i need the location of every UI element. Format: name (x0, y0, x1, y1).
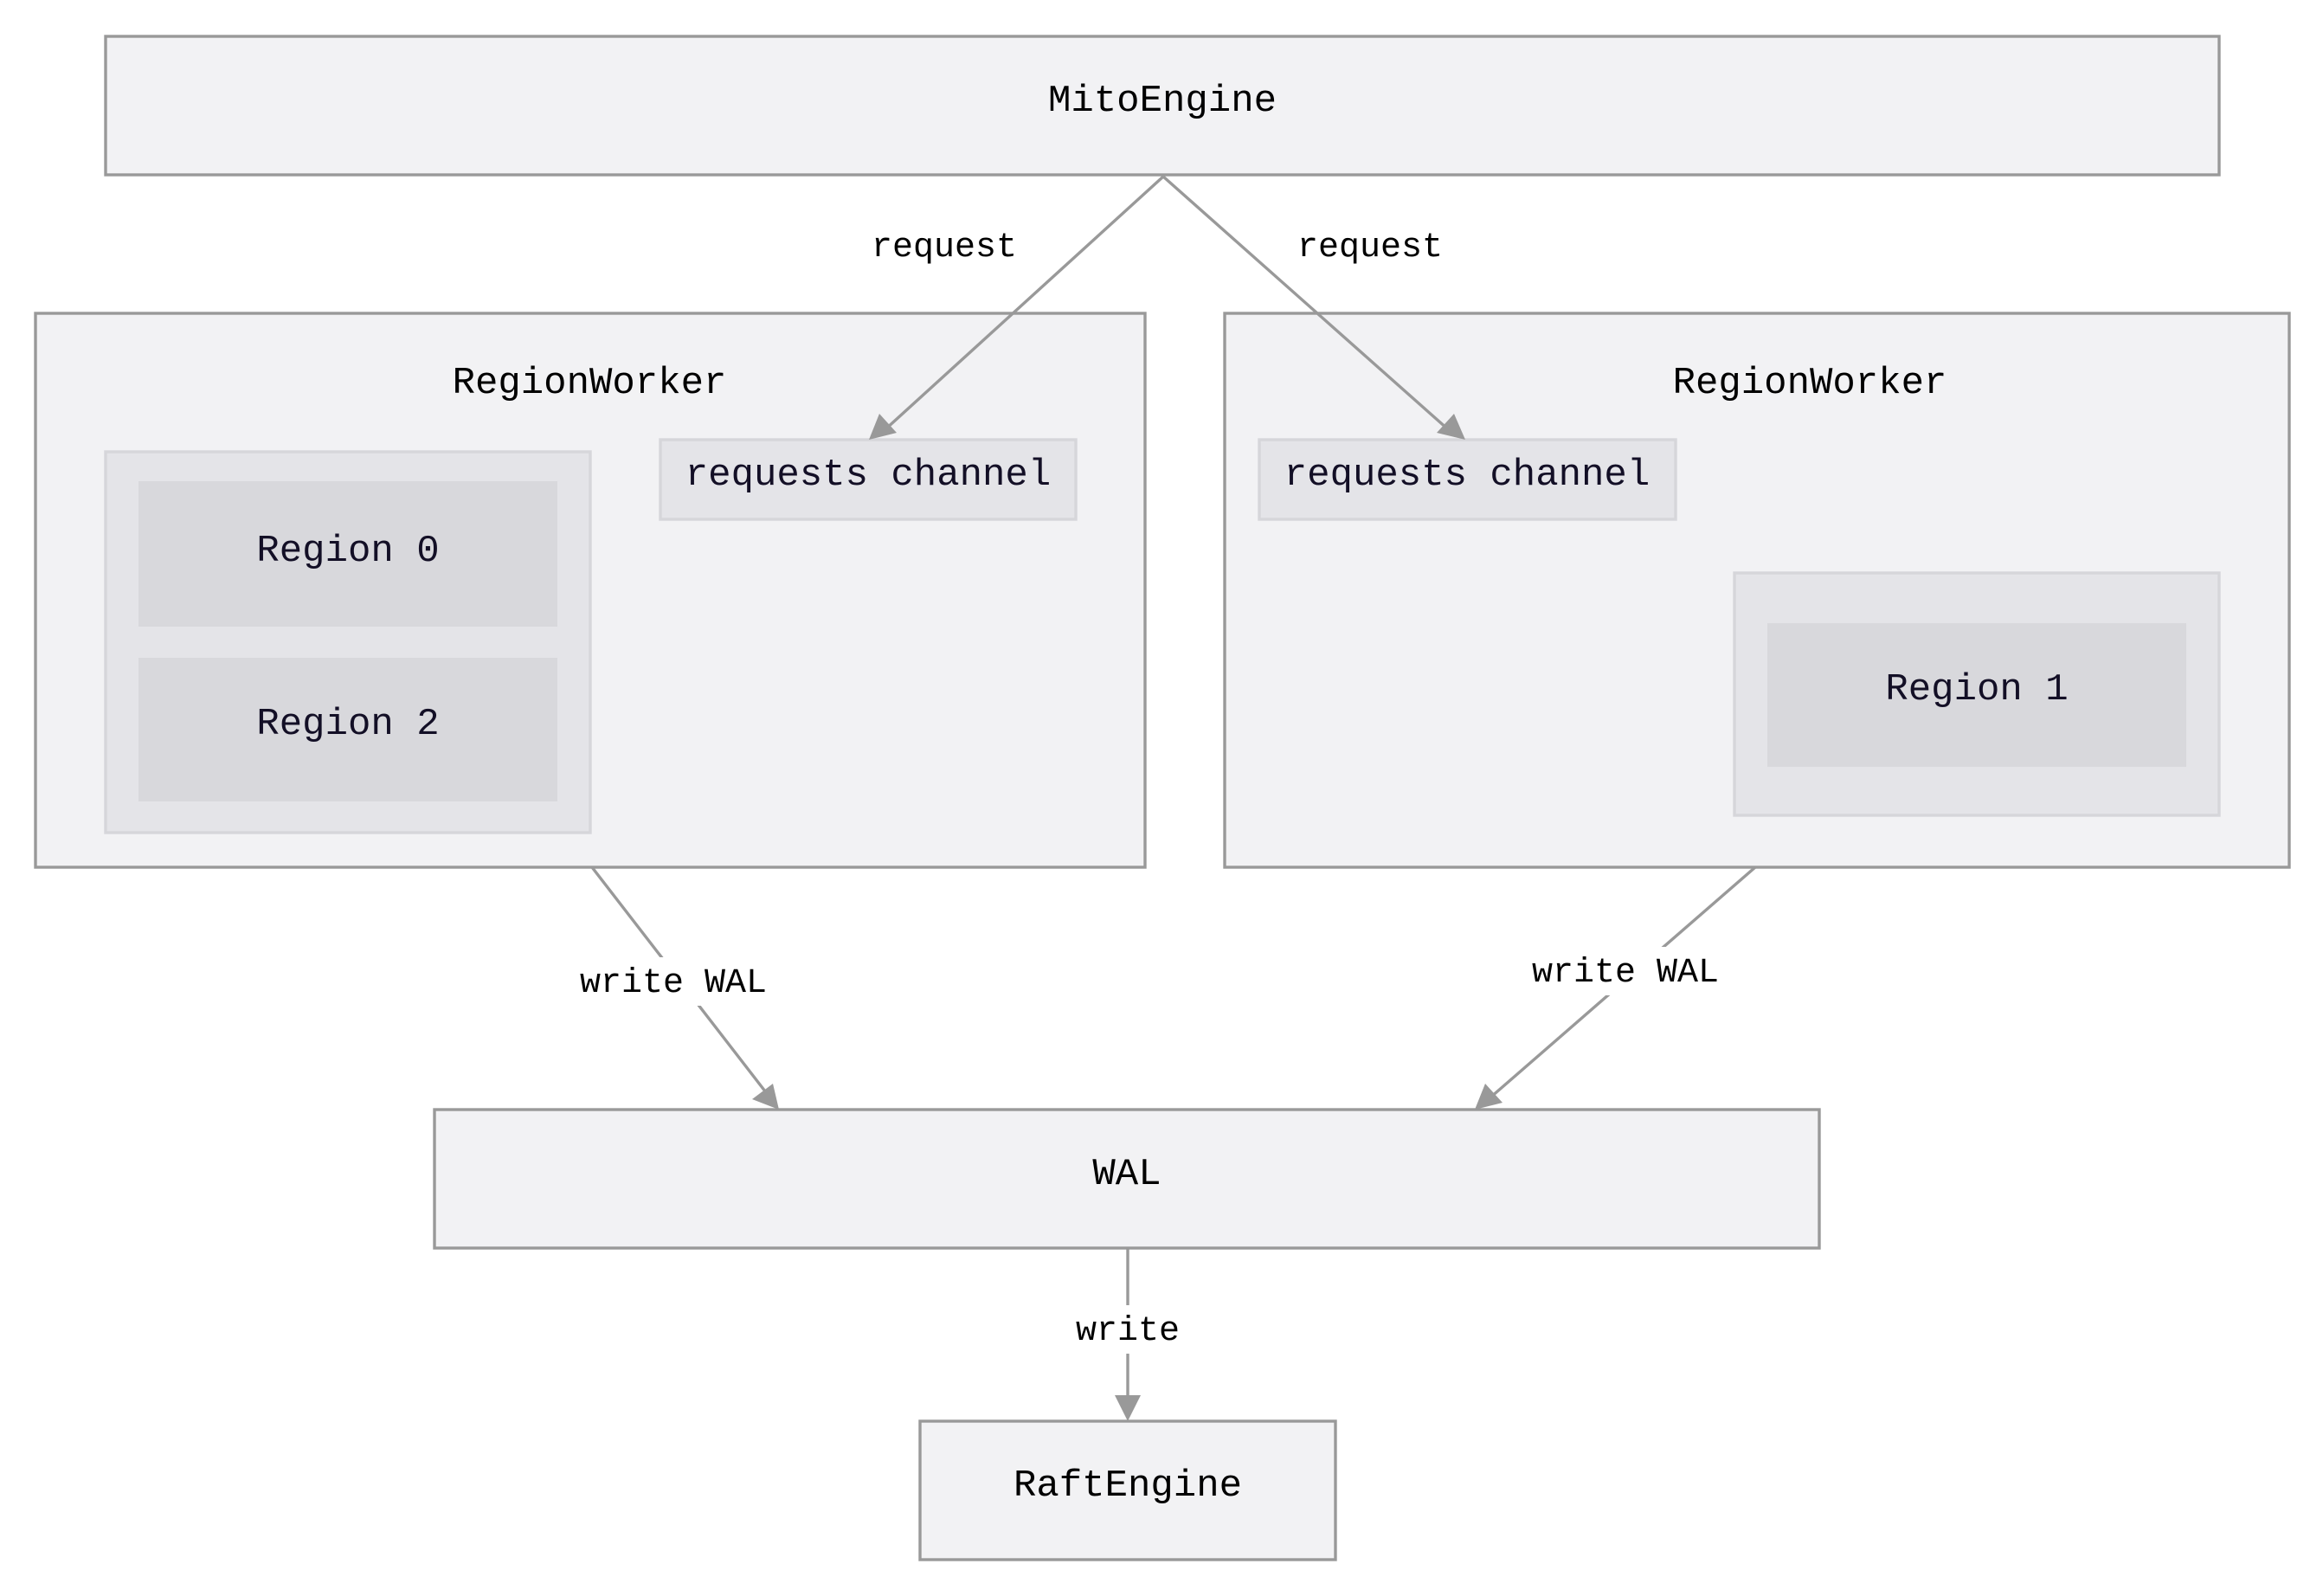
region-worker-left-label: RegionWorker (453, 362, 727, 405)
arrowhead (869, 414, 897, 440)
edge-write-wal-right-label: write WAL (1532, 954, 1719, 993)
mito-engine-node: MitoEngine (104, 35, 2221, 177)
region-group-left: Region 0 Region 2 (104, 450, 592, 834)
edge-write-label: write (1076, 1312, 1180, 1351)
arrowhead (1437, 414, 1465, 440)
arrowhead (1115, 1395, 1141, 1421)
region-0-node: Region 0 (138, 481, 557, 627)
region-worker-left: RegionWorker Region 0 Region 2 requests … (34, 312, 1147, 869)
region-1-label: Region 1 (1885, 668, 2068, 711)
region-2-label: Region 2 (256, 703, 439, 746)
wal-node: WAL (433, 1108, 1821, 1250)
edge-write-wal-left-label: write WAL (580, 964, 767, 1003)
region-worker-right: RegionWorker requests channel Region 1 (1223, 312, 2291, 869)
region-0-label: Region 0 (256, 530, 439, 573)
arrowhead (752, 1084, 779, 1110)
edge-request-left-label: request (872, 228, 1017, 267)
edge-request-right: request (1162, 175, 1465, 440)
region-worker-right-label: RegionWorker (1673, 362, 1947, 405)
edge-write: write (1065, 1248, 1191, 1421)
mito-engine-label: MitoEngine (1048, 80, 1277, 123)
requests-channel-right-label: requests channel (1284, 454, 1650, 497)
region-group-right: Region 1 (1733, 571, 2221, 817)
edge-request-right-label: request (1297, 228, 1443, 267)
edge-write-wal-left: write WAL (567, 866, 783, 1110)
edge-request-left: request (862, 175, 1165, 440)
region-2-node: Region 2 (138, 658, 557, 801)
wal-label: WAL (1092, 1153, 1161, 1196)
edge-write-wal-right: write WAL (1475, 866, 1757, 1110)
requests-channel-left: requests channel (659, 438, 1078, 521)
raft-engine-node: RaftEngine (918, 1419, 1337, 1561)
arrowhead (1475, 1084, 1503, 1110)
requests-channel-left-label: requests channel (685, 454, 1051, 497)
region-1-node: Region 1 (1767, 623, 2186, 767)
requests-channel-right: requests channel (1258, 438, 1677, 521)
raft-engine-label: RaftEngine (1013, 1464, 1242, 1508)
